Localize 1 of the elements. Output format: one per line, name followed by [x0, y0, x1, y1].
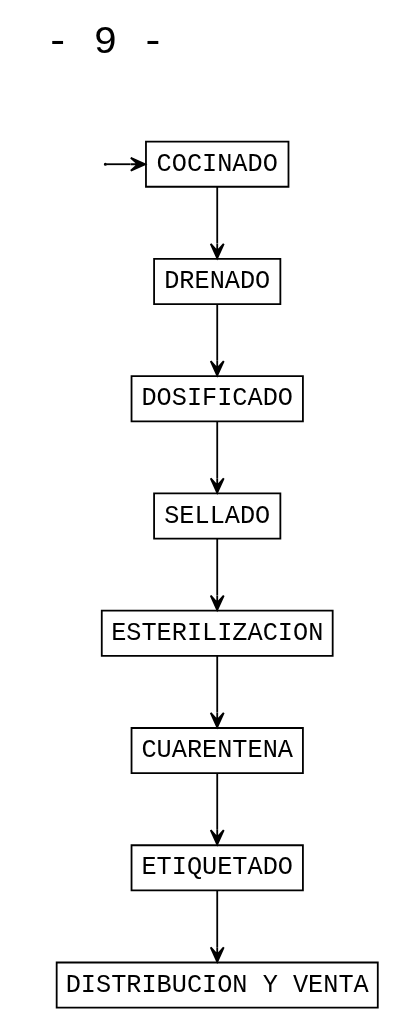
label: - 9 -: [45, 19, 165, 65]
